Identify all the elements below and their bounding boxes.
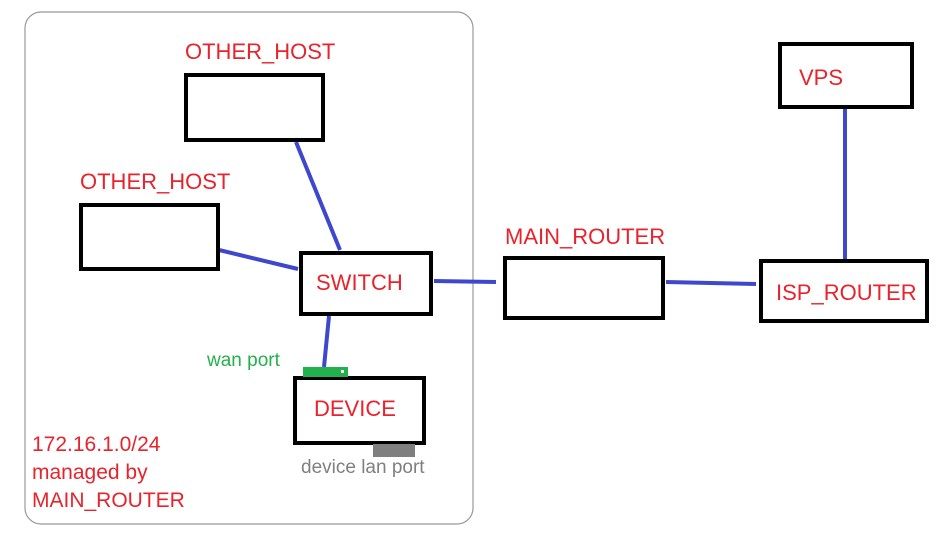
wan-port-led [341, 370, 344, 373]
vps-box [778, 42, 914, 109]
subnet-manager: MAIN_ROUTER [32, 489, 185, 512]
link-main-router-isp-router [665, 280, 757, 286]
link-other-host-left-switch [218, 248, 299, 271]
lan-port-label: device lan port [301, 457, 425, 478]
subnet-cidr: 172.16.1.0/24 [32, 433, 161, 456]
main-router-box [503, 256, 665, 320]
subnet-boundary [24, 11, 474, 525]
other-host-left-box [79, 203, 220, 271]
link-other-host-top-switch [294, 141, 342, 251]
lan-port [373, 444, 415, 457]
other-host-left-label: OTHER_HOST [80, 169, 231, 194]
wan-port-label: wan port [207, 350, 280, 371]
switch-box [299, 251, 433, 316]
other-host-top-box [184, 73, 325, 142]
vps-label: VPS [799, 65, 844, 90]
subnet-note: 172.16.1.0/24 managed by MAIN_ROUTER [32, 431, 185, 515]
main-router-label: MAIN_ROUTER [505, 224, 666, 249]
device-label: DEVICE [314, 396, 396, 421]
subnet-managed-by: managed by [32, 461, 148, 484]
isp-router-box [759, 259, 929, 323]
link-switch-main-router [433, 279, 497, 284]
isp-router-label: ISP_ROUTER [776, 280, 917, 305]
device-box [293, 376, 426, 445]
wan-port [303, 367, 348, 377]
switch-label: SWITCH [316, 270, 403, 295]
other-host-top-label: OTHER_HOST [185, 39, 336, 64]
link-switch-device [322, 315, 331, 368]
